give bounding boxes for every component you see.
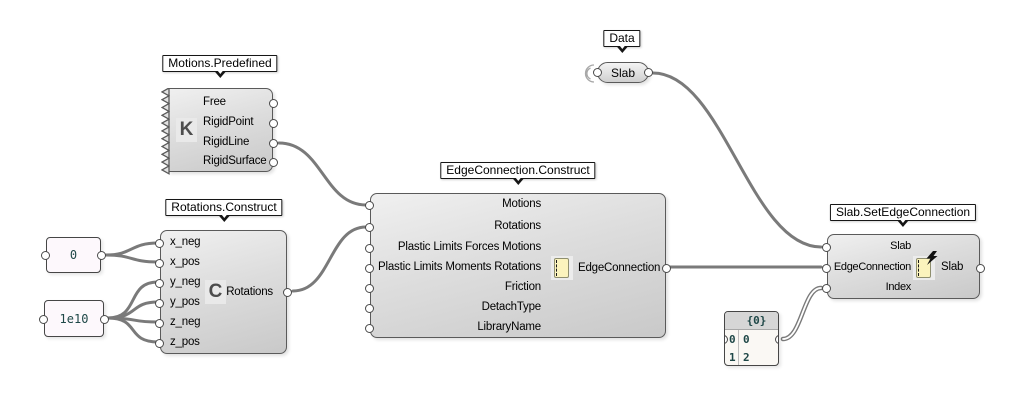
row-index: 1 <box>729 350 736 364</box>
row-index: 0 <box>729 332 736 346</box>
port-input-plastic-limits-moments-rotations[interactable] <box>365 264 374 273</box>
port-output-rotations[interactable] <box>283 288 292 297</box>
wireless-receiver-icon <box>584 64 595 83</box>
row-value: 0 <box>738 330 778 348</box>
edgeconnection-icon <box>551 256 573 280</box>
component-edgeconnection-construct[interactable]: Motions Rotations Plastic Limits Forces … <box>365 193 671 338</box>
port-input-plastic-limits-forces-motions[interactable] <box>365 244 374 253</box>
port-input-y-neg[interactable] <box>155 279 164 288</box>
setedgeconnection-icon <box>913 251 938 280</box>
port-input-rotations[interactable] <box>365 223 374 232</box>
panel-1e10-text: 1e10 <box>59 311 89 326</box>
port-input-y-pos[interactable] <box>155 299 164 308</box>
label-data: Data <box>603 30 641 47</box>
input-label-plastic-limits-moments-rotations: Plastic Limits Moments Rotations <box>378 261 541 273</box>
output-label-rigidline: RigidLine <box>203 136 250 148</box>
lightning-bolt-icon <box>926 251 938 265</box>
port-input-edgeconnection[interactable] <box>822 264 831 273</box>
port-input-libraryname[interactable] <box>365 324 374 333</box>
port-panel-1e10-input[interactable] <box>39 315 48 324</box>
zigzag-edge <box>161 88 170 175</box>
panel-tree-path: {0} <box>725 312 778 330</box>
input-label-z-pos: z_pos <box>170 336 200 348</box>
wire-zero-to-xpos[interactable] <box>104 253 160 264</box>
panel-row-1: 1 2 <box>725 348 778 365</box>
port-input-detachtype[interactable] <box>365 304 374 313</box>
wire-zero-to-xneg[interactable] <box>104 241 160 257</box>
input-label-x-neg: x_neg <box>170 236 201 248</box>
label-motions-predefined: Motions.Predefined <box>162 55 278 72</box>
output-label-rigidsurface: RigidSurface <box>203 155 267 167</box>
port-output-slab[interactable] <box>976 264 985 273</box>
port-receiver-output[interactable] <box>644 68 653 77</box>
port-panel-zero-output[interactable] <box>97 251 106 260</box>
port-output-edgeconnection[interactable] <box>662 264 671 273</box>
input-label-libraryname: LibraryName <box>477 321 541 333</box>
panel-row-0: 0 0 <box>725 330 778 348</box>
port-receiver-input[interactable] <box>593 68 602 77</box>
input-label-x-pos: x_pos <box>170 256 200 268</box>
label-edgeconnection-construct: EdgeConnection.Construct <box>440 162 596 179</box>
input-label-y-pos: y_pos <box>170 296 200 308</box>
panel-index-list[interactable]: {0} 0 0 1 2 <box>724 311 779 366</box>
input-label-detachtype: DetachType <box>481 301 542 313</box>
port-input-motions[interactable] <box>365 201 374 210</box>
row-value: 2 <box>738 348 778 365</box>
input-label-plastic-limits-forces-motions: Plastic Limits Forces Motions <box>397 241 541 253</box>
port-input-z-pos[interactable] <box>155 339 164 348</box>
output-label-slab: Slab <box>941 261 964 273</box>
wire-slab-to-slab[interactable] <box>651 71 823 249</box>
wire-1e10-to-ypos[interactable] <box>106 300 160 320</box>
c-icon: C <box>205 280 226 304</box>
input-label-friction: Friction <box>504 281 541 293</box>
wire-1e10-to-yneg[interactable] <box>106 280 160 320</box>
input-label-index: Index <box>885 281 912 293</box>
port-index-panel-output[interactable] <box>775 335 778 344</box>
port-output-rigidsurface[interactable] <box>269 158 278 167</box>
port-input-index[interactable] <box>822 284 831 293</box>
port-input-z-neg[interactable] <box>155 319 164 328</box>
port-output-free[interactable] <box>269 99 278 108</box>
input-label-motions: Motions <box>502 198 541 210</box>
label-rotations-construct: Rotations.Construct <box>165 199 283 216</box>
component-motions-predefined[interactable]: K Free RigidPoint RigidLine RigidSurface <box>161 88 278 175</box>
component-slab-setedgeconnection[interactable]: Slab EdgeConnection Index Slab <box>822 234 985 299</box>
output-label-free: Free <box>203 96 226 108</box>
port-panel-zero-input[interactable] <box>41 251 50 260</box>
output-label-edgeconnection: EdgeConnection <box>578 262 661 274</box>
input-label-edgeconnection: EdgeConnection <box>833 261 911 273</box>
port-input-x-pos[interactable] <box>155 259 164 268</box>
wire-rotations-to-rotations[interactable] <box>291 225 368 293</box>
port-input-friction[interactable] <box>365 284 374 293</box>
component-rotations-construct[interactable]: x_neg x_pos y_neg y_pos z_neg z_pos C Ro… <box>155 230 292 354</box>
input-label-z-neg: z_neg <box>170 316 201 328</box>
port-input-x-neg[interactable] <box>155 239 164 248</box>
input-label-rotations: Rotations <box>494 220 541 232</box>
label-slab-setedgeconnection: Slab.SetEdgeConnection <box>829 204 977 221</box>
port-output-rigidpoint[interactable] <box>269 119 278 128</box>
wire-indexpanel-to-index-core <box>782 287 822 340</box>
input-label-y-neg: y_neg <box>170 276 201 288</box>
port-output-rigidline[interactable] <box>269 139 278 148</box>
data-receiver-slab[interactable]: Slab <box>584 62 653 83</box>
port-panel-1e10-output[interactable] <box>100 315 109 324</box>
port-input-slab[interactable] <box>822 243 831 252</box>
capsule-value: Slab <box>610 65 636 80</box>
panel-zero-text: 0 <box>69 248 78 262</box>
output-label-rotations: Rotations <box>226 286 273 298</box>
k-icon: K <box>176 118 197 142</box>
wire-rigidline-to-motions[interactable] <box>277 141 368 207</box>
input-label-slab: Slab <box>890 240 911 252</box>
panel-value-zero[interactable]: 0 <box>41 237 106 273</box>
panel-value-1e10[interactable]: 1e10 <box>39 300 109 337</box>
output-label-rigidpoint: RigidPoint <box>203 116 254 128</box>
wire-1e10-to-zpos[interactable] <box>106 316 160 344</box>
